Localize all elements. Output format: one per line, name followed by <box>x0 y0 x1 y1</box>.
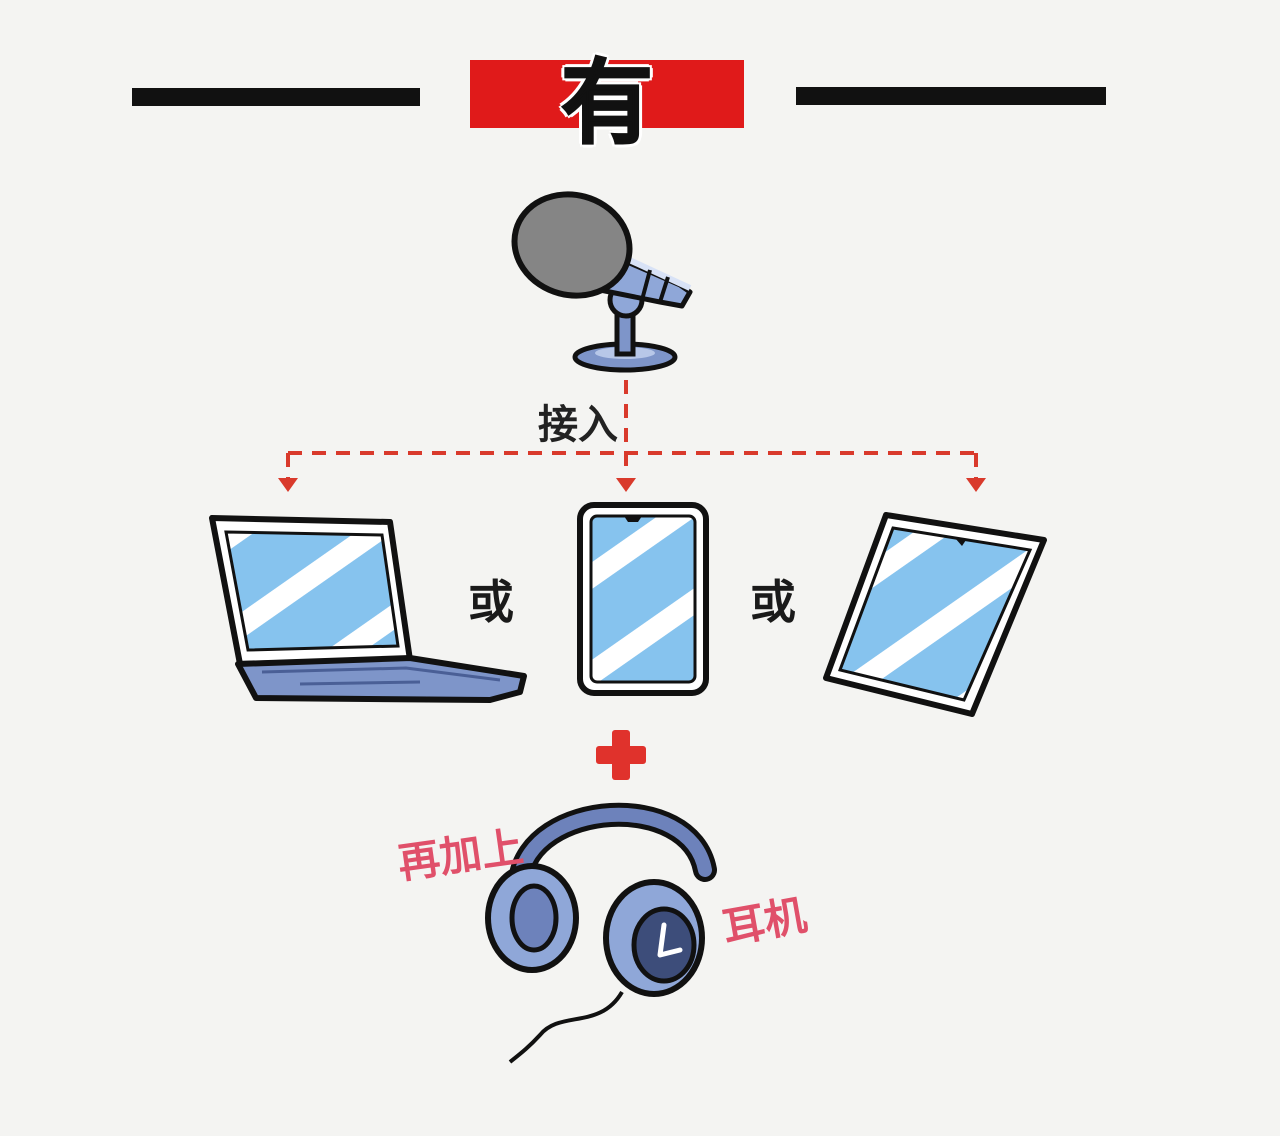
laptop-icon <box>209 515 527 703</box>
arrow-laptop <box>278 478 298 492</box>
title-right-rule <box>796 87 1106 105</box>
or-separator-2: 或 <box>750 575 796 629</box>
title-text: 有 <box>560 49 654 158</box>
or-separator-1: 或 <box>468 575 514 629</box>
arrow-phone <box>616 478 636 492</box>
connect-label: 接入 <box>538 402 618 448</box>
tablet-icon <box>823 512 1047 717</box>
headphones-icon <box>485 802 717 1064</box>
plus-icon <box>596 730 646 780</box>
title-banner <box>132 60 1106 128</box>
connector-arrowheads <box>278 478 986 492</box>
phone-icon <box>577 502 709 696</box>
title-red-block <box>470 60 744 128</box>
microphone-icon <box>511 191 693 373</box>
title-left-rule <box>132 88 420 106</box>
connector-lines <box>286 380 978 478</box>
arrow-tablet <box>966 478 986 492</box>
